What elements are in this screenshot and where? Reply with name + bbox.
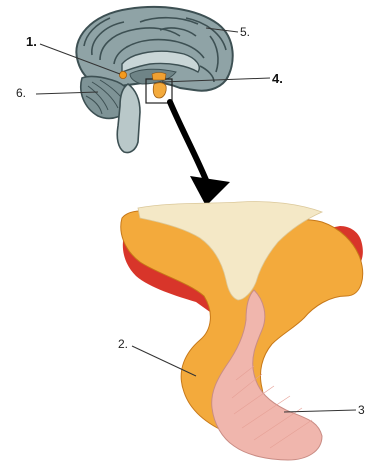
label-5: 5.	[240, 25, 250, 39]
pineal-gland	[119, 71, 126, 78]
label-1: 1.	[26, 34, 37, 49]
hypothalamus	[152, 73, 166, 81]
brainstem	[117, 84, 140, 153]
label-2: 2.	[118, 337, 128, 351]
label-6: 6.	[16, 86, 26, 100]
pituitary-small	[153, 83, 166, 98]
label-4: 4.	[272, 71, 283, 86]
leader-3	[284, 410, 356, 412]
zoom-arrow	[170, 102, 230, 206]
label-3: 3	[358, 403, 365, 417]
pituitary-enlarged	[121, 201, 363, 460]
